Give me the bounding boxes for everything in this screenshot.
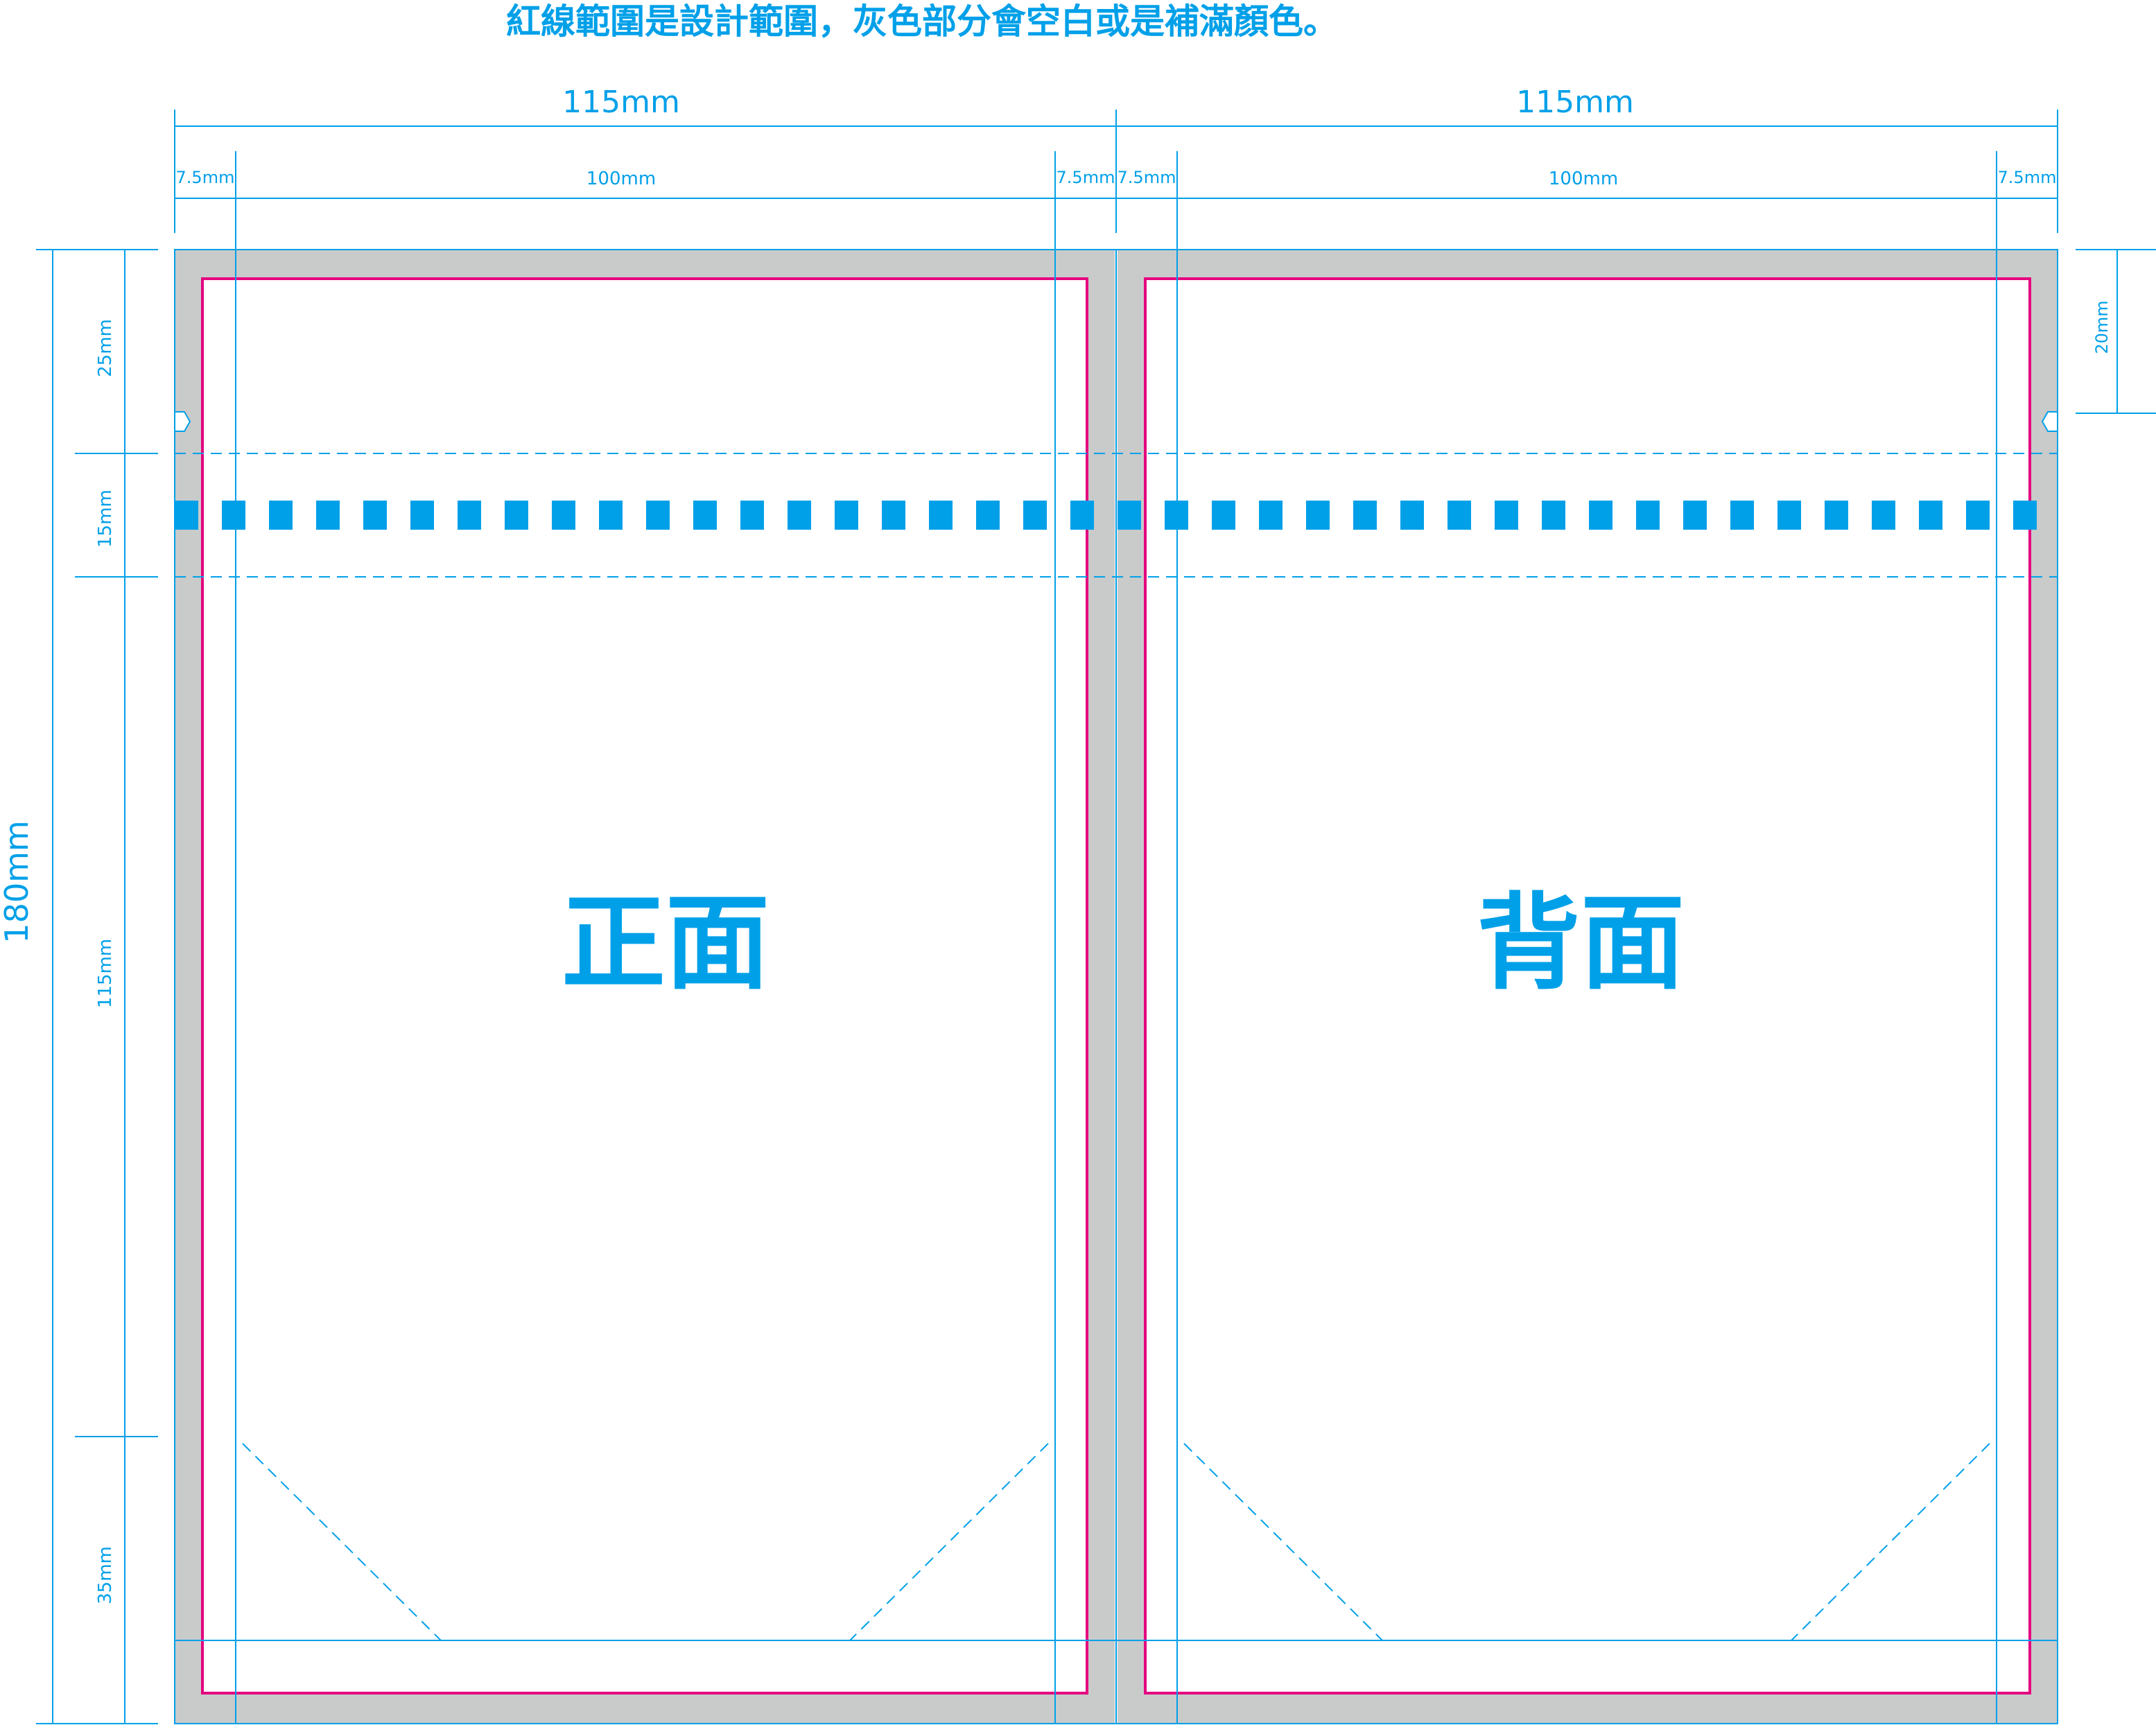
right-dimension-lines <box>2076 249 2156 414</box>
dim-panel-width-left: 115mm <box>562 85 680 120</box>
left-dimension-lines <box>36 249 158 1724</box>
dim-total-height: 180mm <box>0 820 35 943</box>
header-note: 紅線範圍是設計範圍，灰色部分會空白或是補滿顏色。 <box>506 1 1338 42</box>
top-dimension-lines <box>174 110 2058 233</box>
dim-margin-right-b: 7.5mm <box>1998 168 2057 187</box>
dim-panel-width-right: 115mm <box>1516 85 1634 120</box>
dim-seg-tear: 15mm <box>95 489 116 548</box>
panel-label-back: 背面 <box>1477 883 1685 1004</box>
dim-margin-right-a: 7.5mm <box>1057 168 1115 187</box>
dim-margin-left-a: 7.5mm <box>176 168 235 187</box>
dim-seg-top: 25mm <box>95 319 116 377</box>
front-gusset-folds <box>236 1443 1055 1641</box>
dim-hang-hole-offset: 20mm <box>2092 300 2112 354</box>
dim-seg-bottom: 35mm <box>95 1546 116 1604</box>
dim-content-width-right: 100mm <box>1549 168 1618 189</box>
panel-label-front: 正面 <box>562 883 770 1004</box>
hang-hole-marker-right <box>2041 411 2058 432</box>
front-design-area-border <box>201 277 1088 1694</box>
dim-seg-body: 115mm <box>95 939 116 1008</box>
back-gusset-folds <box>1177 1443 1997 1641</box>
back-design-area-border <box>1144 277 2031 1694</box>
hang-hole-marker-left <box>174 411 191 432</box>
dim-content-width-left: 100mm <box>586 168 656 189</box>
dim-margin-left-b: 7.5mm <box>1118 168 1176 187</box>
